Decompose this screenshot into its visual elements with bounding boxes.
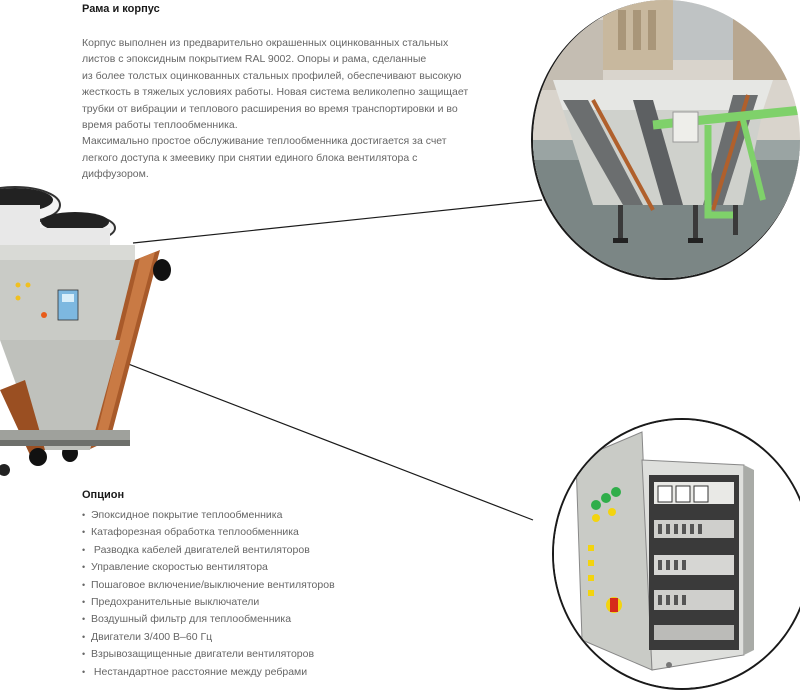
paragraph-line: Корпус выполнен из предварительно окраше… <box>82 37 449 49</box>
list-item-text: Пошаговое включение/выключение вентилято… <box>91 578 335 591</box>
list-item-text: Воздушный фильтр для теплообменника <box>91 613 292 626</box>
list-item: • Эпоксидное покрытие теплообменника <box>82 507 335 524</box>
list-item: • Нестандартное расстояние между ребрами <box>82 664 335 681</box>
bullet-icon: • <box>82 649 86 660</box>
list-item-text: Управление скоростью вентилятора <box>91 561 268 574</box>
frame-section-paragraph: Корпус выполнен из предварительно окраше… <box>82 35 468 183</box>
bullet-icon: • <box>82 527 86 538</box>
paragraph-line: Максимально простое обслуживание теплооб… <box>82 135 447 148</box>
bullet-icon: • <box>82 666 86 677</box>
frame-section-title: Рама и корпус <box>82 3 160 15</box>
list-item: • Взрывозащищенные двигатели вентиляторов <box>82 646 335 663</box>
leader-line-frame <box>132 199 543 244</box>
list-item: • Предохранительные выключатели <box>82 594 335 611</box>
list-item-text: Нестандартное расстояние между ребрами <box>91 665 308 678</box>
panel-photo-art <box>554 420 800 688</box>
list-item: • Пошаговое включение/выключение вентилят… <box>82 577 335 594</box>
bullet-icon: • <box>82 544 86 555</box>
list-item-text: Катафорезная обработка теплообменника <box>91 526 299 539</box>
list-item: • Двигатели 3/400 В–60 Гц <box>82 629 335 646</box>
list-item: • Воздушный фильтр для теплообменника <box>82 611 335 628</box>
list-item-text: Разводка кабелей двигателей вентиляторов <box>91 543 310 556</box>
options-list: • Эпоксидное покрытие теплообменника • Кат… <box>82 507 335 681</box>
bullet-icon: • <box>82 631 86 642</box>
paragraph-line: трубки от вибрации и теплового расширени… <box>82 102 458 115</box>
drycooler-unit-illustration <box>0 186 171 476</box>
bullet-icon: • <box>82 562 86 573</box>
list-item-text: Взрывозащищенные двигатели вентиляторов <box>91 648 315 661</box>
rooftop-drycooler-photo <box>531 0 800 280</box>
rooftop-photo-art <box>533 0 800 278</box>
bullet-icon: • <box>82 510 86 520</box>
paragraph-line: время работы теплообменника. <box>82 119 238 132</box>
list-item-text: Двигатели 3/400 В–60 Гц <box>91 630 213 643</box>
list-item: • Управление скоростью вентилятора <box>82 559 335 576</box>
bullet-icon: • <box>82 597 86 608</box>
paragraph-line: жесткость в тяжелых условиях работы. Нов… <box>82 86 469 99</box>
paragraph-line: листов с эпоксидным покрытием RAL 9002. … <box>82 53 427 66</box>
list-item-text: Эпоксидное покрытие теплообменника <box>91 509 283 521</box>
bullet-icon: • <box>82 614 86 625</box>
paragraph-line: легкого доступа к змеевику при снятии ед… <box>82 151 418 164</box>
list-item: • Разводка кабелей двигателей вентилятор… <box>82 542 335 559</box>
control-panel-photo <box>552 418 800 690</box>
paragraph-line: из более толстых оцинкованных стальных п… <box>82 69 462 82</box>
options-section-title: Опцион <box>82 489 125 501</box>
paragraph-line: диффузором. <box>82 168 149 181</box>
bullet-icon: • <box>82 579 86 590</box>
list-item-text: Предохранительные выключатели <box>91 596 260 609</box>
list-item: • Катафорезная обработка теплообменника <box>82 524 335 541</box>
